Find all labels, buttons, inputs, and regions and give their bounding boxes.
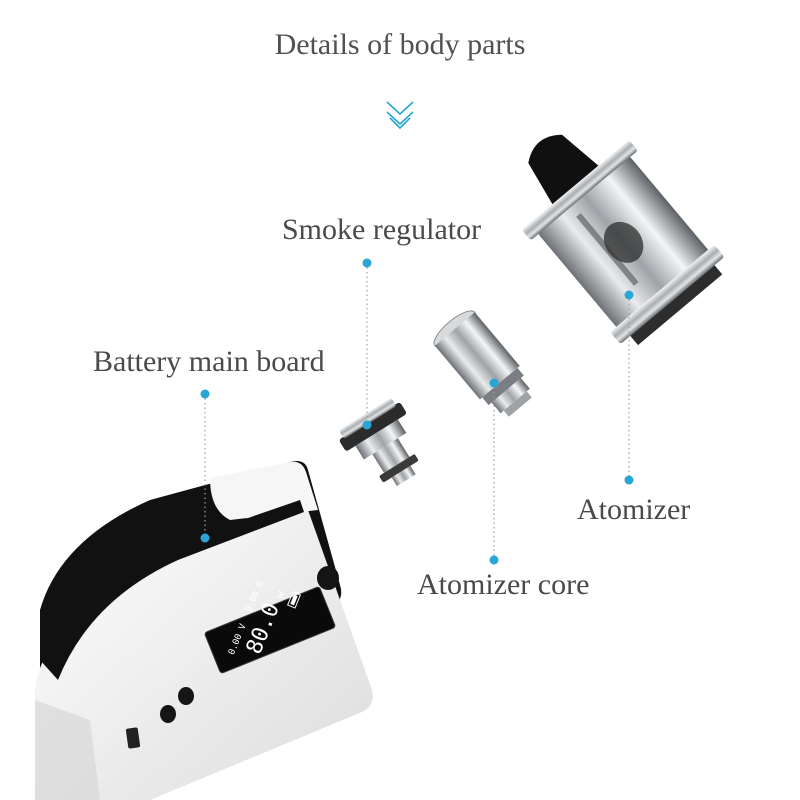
down-button xyxy=(160,705,176,723)
label-battery-main-board: Battery main board xyxy=(93,345,325,378)
smoke-regulator-part xyxy=(339,398,419,487)
oled-screen xyxy=(204,586,336,674)
atomizer-core-part xyxy=(433,310,532,417)
double-chevron-down-icon xyxy=(386,101,414,130)
atomizer-part xyxy=(522,134,724,346)
up-button xyxy=(178,687,194,705)
fire-button xyxy=(317,566,339,590)
label-atomizer: Atomizer xyxy=(577,493,691,526)
battery-mod-body: 80.0 w 0.00 Ω 0.00 V xyxy=(35,461,373,800)
battery-icon xyxy=(287,590,301,609)
label-smoke-regulator: Smoke regulator xyxy=(282,213,482,246)
page-title: Details of body parts xyxy=(274,28,526,61)
label-atomizer-core: Atomizer core xyxy=(417,568,590,601)
usb-port xyxy=(125,727,141,749)
